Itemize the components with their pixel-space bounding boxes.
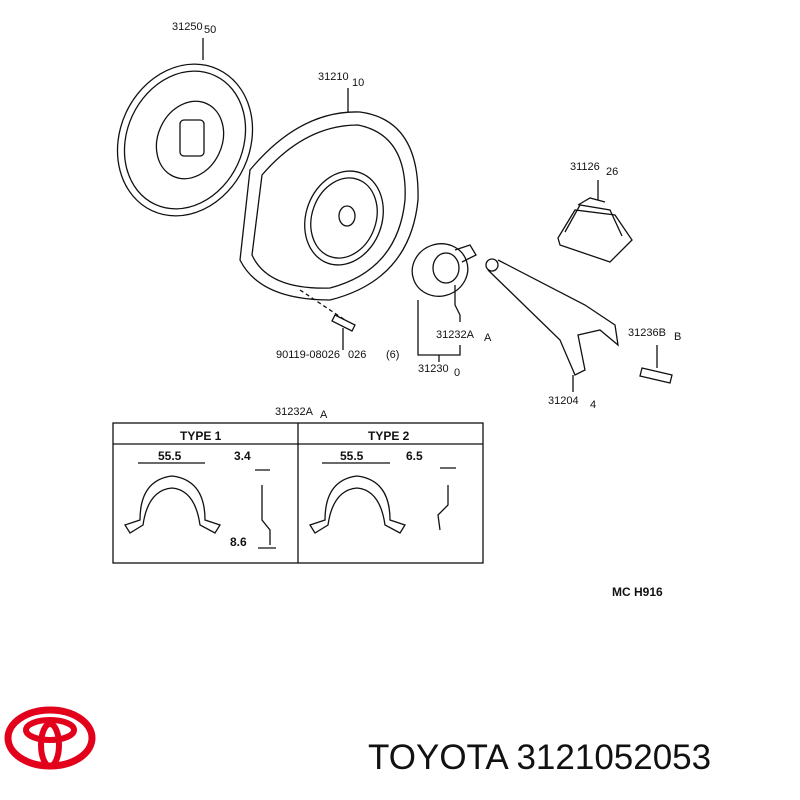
label-pivot-ref: B [674, 331, 681, 343]
label-bearing-ref: 0 [454, 367, 460, 379]
type1-thickness: 3.4 [234, 449, 251, 463]
label-pivot: 31236B [628, 327, 666, 339]
release-fork-drawing [485, 258, 619, 392]
drawing-code: MC H916 [612, 585, 663, 599]
label-bolt-ref: 026 [348, 349, 366, 361]
type1-header: TYPE 1 [180, 429, 222, 443]
toyota-logo [4, 706, 96, 770]
clutch-cover-drawing [239, 88, 419, 350]
label-bolt: 90119-08026 [276, 349, 340, 361]
label-clip: 31232A [436, 329, 475, 341]
label-fork: 31204 [548, 395, 579, 407]
type-table [112, 422, 484, 564]
label-boot-ref: 26 [606, 166, 618, 178]
table-title-ref: A [320, 409, 328, 421]
clutch-disc-drawing [116, 38, 254, 217]
part-caption: TOYOTA 3121052053 [368, 738, 712, 777]
label-boot: 31126 [570, 161, 600, 173]
pivot-drawing [639, 345, 673, 384]
type1-height: 8.6 [230, 535, 247, 549]
label-cover: 31210 [318, 71, 349, 83]
label-cover-ref: 10 [352, 77, 364, 89]
label-disc: 31250 [172, 21, 203, 33]
type2-thickness: 6.5 [406, 449, 423, 463]
label-bearing: 31230 [418, 363, 449, 375]
label-disc-ref: 50 [204, 24, 216, 36]
type2-header: TYPE 2 [368, 429, 410, 443]
release-bearing-drawing [411, 243, 477, 362]
label-clip-ref: A [484, 332, 492, 344]
type1-width: 55.5 [158, 449, 182, 463]
type2-width: 55.5 [340, 449, 364, 463]
label-fork-ref: 4 [590, 399, 596, 411]
table-title: 31232A [275, 406, 314, 418]
boot-drawing [557, 180, 633, 263]
label-bolt-qty: (6) [386, 349, 399, 361]
